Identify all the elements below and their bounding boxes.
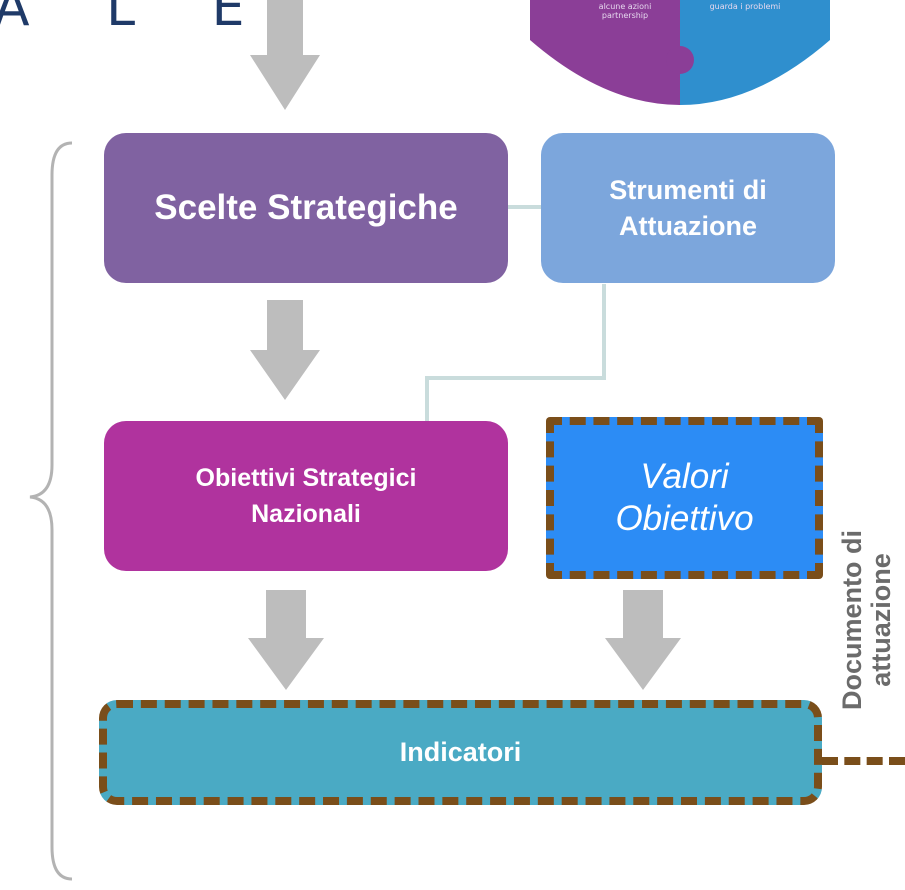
left-brace [29, 141, 73, 881]
dashed-connector-right [822, 757, 905, 765]
node-obiettivi-strategici: Obiettivi Strategici Nazionali [104, 421, 508, 571]
down-arrow-lower-left [248, 590, 324, 690]
title-fragment: A L E [0, 0, 275, 38]
node-obiettivi-label-line1: Obiettivi Strategici [195, 464, 417, 492]
puzzle-text-right: guarda i problemi [709, 2, 781, 11]
node-valori-obiettivo: Valori Obiettivo [546, 417, 823, 579]
connector-strumenti-obiettivi [425, 284, 606, 422]
puzzle-disc-graphic [530, 0, 830, 105]
node-valori-label-line2: Obiettivo [615, 499, 754, 538]
down-arrow-top [250, 0, 320, 110]
side-label-line1: Documento di [837, 530, 867, 710]
node-scelte-label: Scelte Strategiche [154, 188, 458, 227]
node-strumenti-label-line1: Strumenti di [609, 175, 767, 205]
side-label-documento-attuazione: Documento di attuazione [822, 460, 905, 780]
down-arrow-lower-right [605, 590, 681, 690]
side-label-line2: attuazione [866, 553, 896, 687]
node-obiettivi-label-line2: Nazionali [251, 500, 361, 528]
node-scelte-strategiche: Scelte Strategiche [104, 133, 508, 283]
node-strumenti-attuazione: Strumenti di Attuazione [541, 133, 835, 283]
node-indicatori: Indicatori [99, 700, 822, 805]
down-arrow-middle [250, 300, 320, 400]
node-valori-label-line1: Valori [640, 457, 729, 496]
node-indicatori-label: Indicatori [399, 737, 522, 767]
node-strumenti-label-line2: Attuazione [619, 211, 757, 241]
puzzle-text-left: alcune azioni partnership [598, 2, 652, 20]
